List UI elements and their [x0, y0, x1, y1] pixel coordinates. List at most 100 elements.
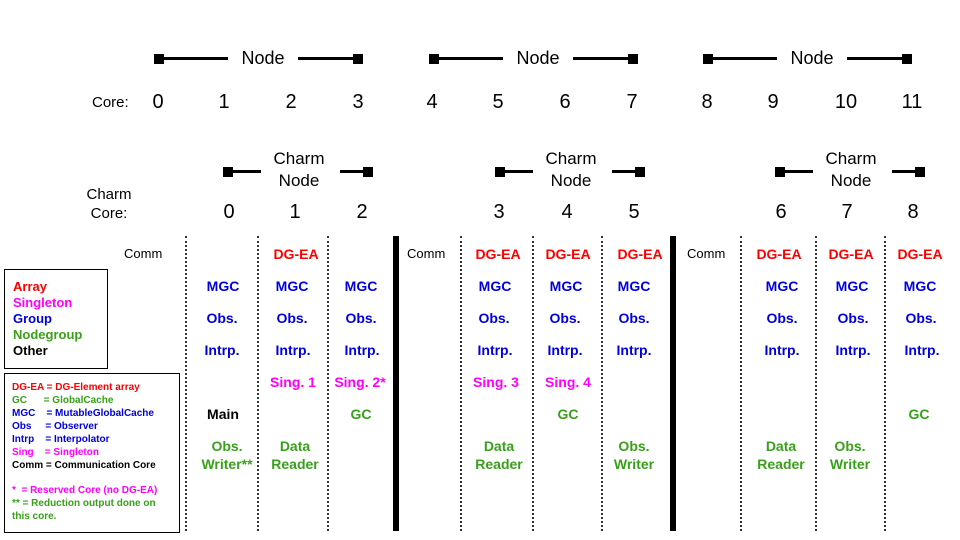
core-number: 9 — [767, 91, 779, 113]
cell-mgc: MGC — [206, 278, 240, 294]
legend-types: Array Singleton Group Nodegroup Other — [4, 269, 108, 369]
legend-group: Group — [13, 311, 52, 326]
charm-node-bracket-line — [340, 170, 368, 173]
cell-data-reader: Data Reader — [475, 438, 523, 472]
core-number: 11 — [901, 91, 923, 113]
cell-obs: Obs. — [905, 310, 937, 326]
legend-spacer — [12, 472, 179, 484]
charm-node-bracket-right-end — [635, 167, 645, 177]
legend-abbrev-sing: Sing = Singleton — [12, 447, 99, 458]
cell-main: Main — [207, 406, 239, 422]
charm-node-bracket-line — [501, 170, 533, 173]
cell-singleton: Sing. 2* — [334, 374, 386, 390]
legend-array: Array — [13, 279, 47, 294]
legend-other: Other — [13, 343, 48, 358]
cell-data-reader: Data Reader — [757, 438, 805, 472]
cell-gc: GC — [350, 406, 372, 422]
dotted-separator — [601, 236, 603, 531]
node-bracket-right-end — [628, 54, 638, 64]
cell-mgc: MGC — [765, 278, 799, 294]
charm-node-bracket-right-end — [363, 167, 373, 177]
node-separator — [393, 236, 399, 531]
cell-intrp: Intrp. — [764, 342, 800, 358]
charm-core-number: 7 — [841, 201, 853, 223]
cell-dgea: DG-EA — [273, 246, 319, 262]
charm-node-bracket-line — [892, 170, 920, 173]
charm-core-row-title: Charm Core: — [86, 186, 132, 222]
charm-node-label: Charm Node — [825, 149, 877, 190]
charm-node-bracket-line — [612, 170, 640, 173]
charm-node-bracket-left-end — [223, 167, 233, 177]
node-bracket-line — [573, 57, 633, 60]
charm-core-number: 8 — [907, 201, 919, 223]
node-bracket-line — [847, 57, 907, 60]
cell-mgc: MGC — [549, 278, 583, 294]
dotted-separator — [884, 236, 886, 531]
core-number: 3 — [352, 91, 364, 113]
cell-singleton: Sing. 4 — [545, 374, 591, 390]
legend-abbrev-mgc: MGC = MutableGlobalCache — [12, 408, 154, 419]
cell-intrp: Intrp. — [344, 342, 380, 358]
legend-note-reserved: * = Reserved Core (no DG-EA) — [12, 485, 158, 496]
cell-intrp: Intrp. — [904, 342, 940, 358]
charm-core-number: 2 — [356, 201, 368, 223]
charm-core-number: 5 — [628, 201, 640, 223]
charm-core-number: 6 — [775, 201, 787, 223]
cell-obs: Obs. — [276, 310, 308, 326]
legend-singleton: Singleton — [13, 295, 73, 310]
charm-node-label: Charm Node — [545, 149, 597, 190]
node-bracket-line — [160, 57, 228, 60]
legend-abbrev-obs: Obs = Observer — [12, 421, 98, 432]
cell-intrp: Intrp. — [835, 342, 871, 358]
node-label: Node — [790, 48, 834, 68]
comm-core-label: Comm — [687, 246, 726, 261]
charm-core-number: 3 — [493, 201, 505, 223]
legend-abbreviations: DG-EA = DG-Element array GC = GlobalCach… — [4, 373, 180, 533]
core-number: 7 — [626, 91, 638, 113]
cell-obs: Obs. — [618, 310, 650, 326]
node-bracket-left-end — [429, 54, 439, 64]
cell-mgc: MGC — [478, 278, 512, 294]
cell-obs-writer: Obs. Writer — [829, 438, 871, 472]
legend-abbrev-intrp: Intrp = Interpolator — [12, 434, 110, 445]
cell-intrp: Intrp. — [616, 342, 652, 358]
cell-gc: GC — [557, 406, 579, 422]
charm-node-bracket-left-end — [495, 167, 505, 177]
node-bracket-left-end — [154, 54, 164, 64]
legend-nodegroup: Nodegroup — [13, 327, 83, 342]
comm-core-label: Comm — [124, 246, 163, 261]
charm-node-bracket-line — [781, 170, 813, 173]
cell-obs: Obs. — [549, 310, 581, 326]
core-number: 4 — [426, 91, 438, 113]
core-number: 2 — [285, 91, 297, 113]
cell-obs: Obs. — [837, 310, 869, 326]
legend-abbrev-comm: Comm = Communication Core — [12, 460, 156, 471]
core-number: 0 — [152, 91, 164, 113]
charm-core-number: 0 — [223, 201, 235, 223]
node-label: Node — [516, 48, 560, 68]
cell-mgc: MGC — [344, 278, 378, 294]
core-number: 8 — [701, 91, 713, 113]
dotted-separator — [740, 236, 742, 531]
core-number: 1 — [218, 91, 230, 113]
cell-obs-writer: Obs. Writer — [613, 438, 655, 472]
cell-dgea: DG-EA — [756, 246, 802, 262]
charm-node-bracket-right-end — [915, 167, 925, 177]
node-bracket-right-end — [902, 54, 912, 64]
legend-abbrev-gc: GC = GlobalCache — [12, 395, 114, 406]
node-bracket-left-end — [703, 54, 713, 64]
dotted-separator — [185, 236, 187, 531]
charm-core-number: 1 — [289, 201, 301, 223]
legend-abbrev-dgea: DG-EA = DG-Element array — [12, 382, 140, 393]
node-bracket-line — [298, 57, 358, 60]
cell-intrp: Intrp. — [477, 342, 513, 358]
cell-mgc: MGC — [903, 278, 937, 294]
cell-obs: Obs. — [478, 310, 510, 326]
legend-note-reduction: ** = Reduction output done on this core. — [12, 498, 156, 522]
charm-node-bracket-line — [229, 170, 261, 173]
dotted-separator — [815, 236, 817, 531]
cell-dgea: DG-EA — [545, 246, 591, 262]
cell-singleton: Sing. 3 — [473, 374, 519, 390]
cell-data-reader: Data Reader — [271, 438, 319, 472]
dotted-separator — [460, 236, 462, 531]
